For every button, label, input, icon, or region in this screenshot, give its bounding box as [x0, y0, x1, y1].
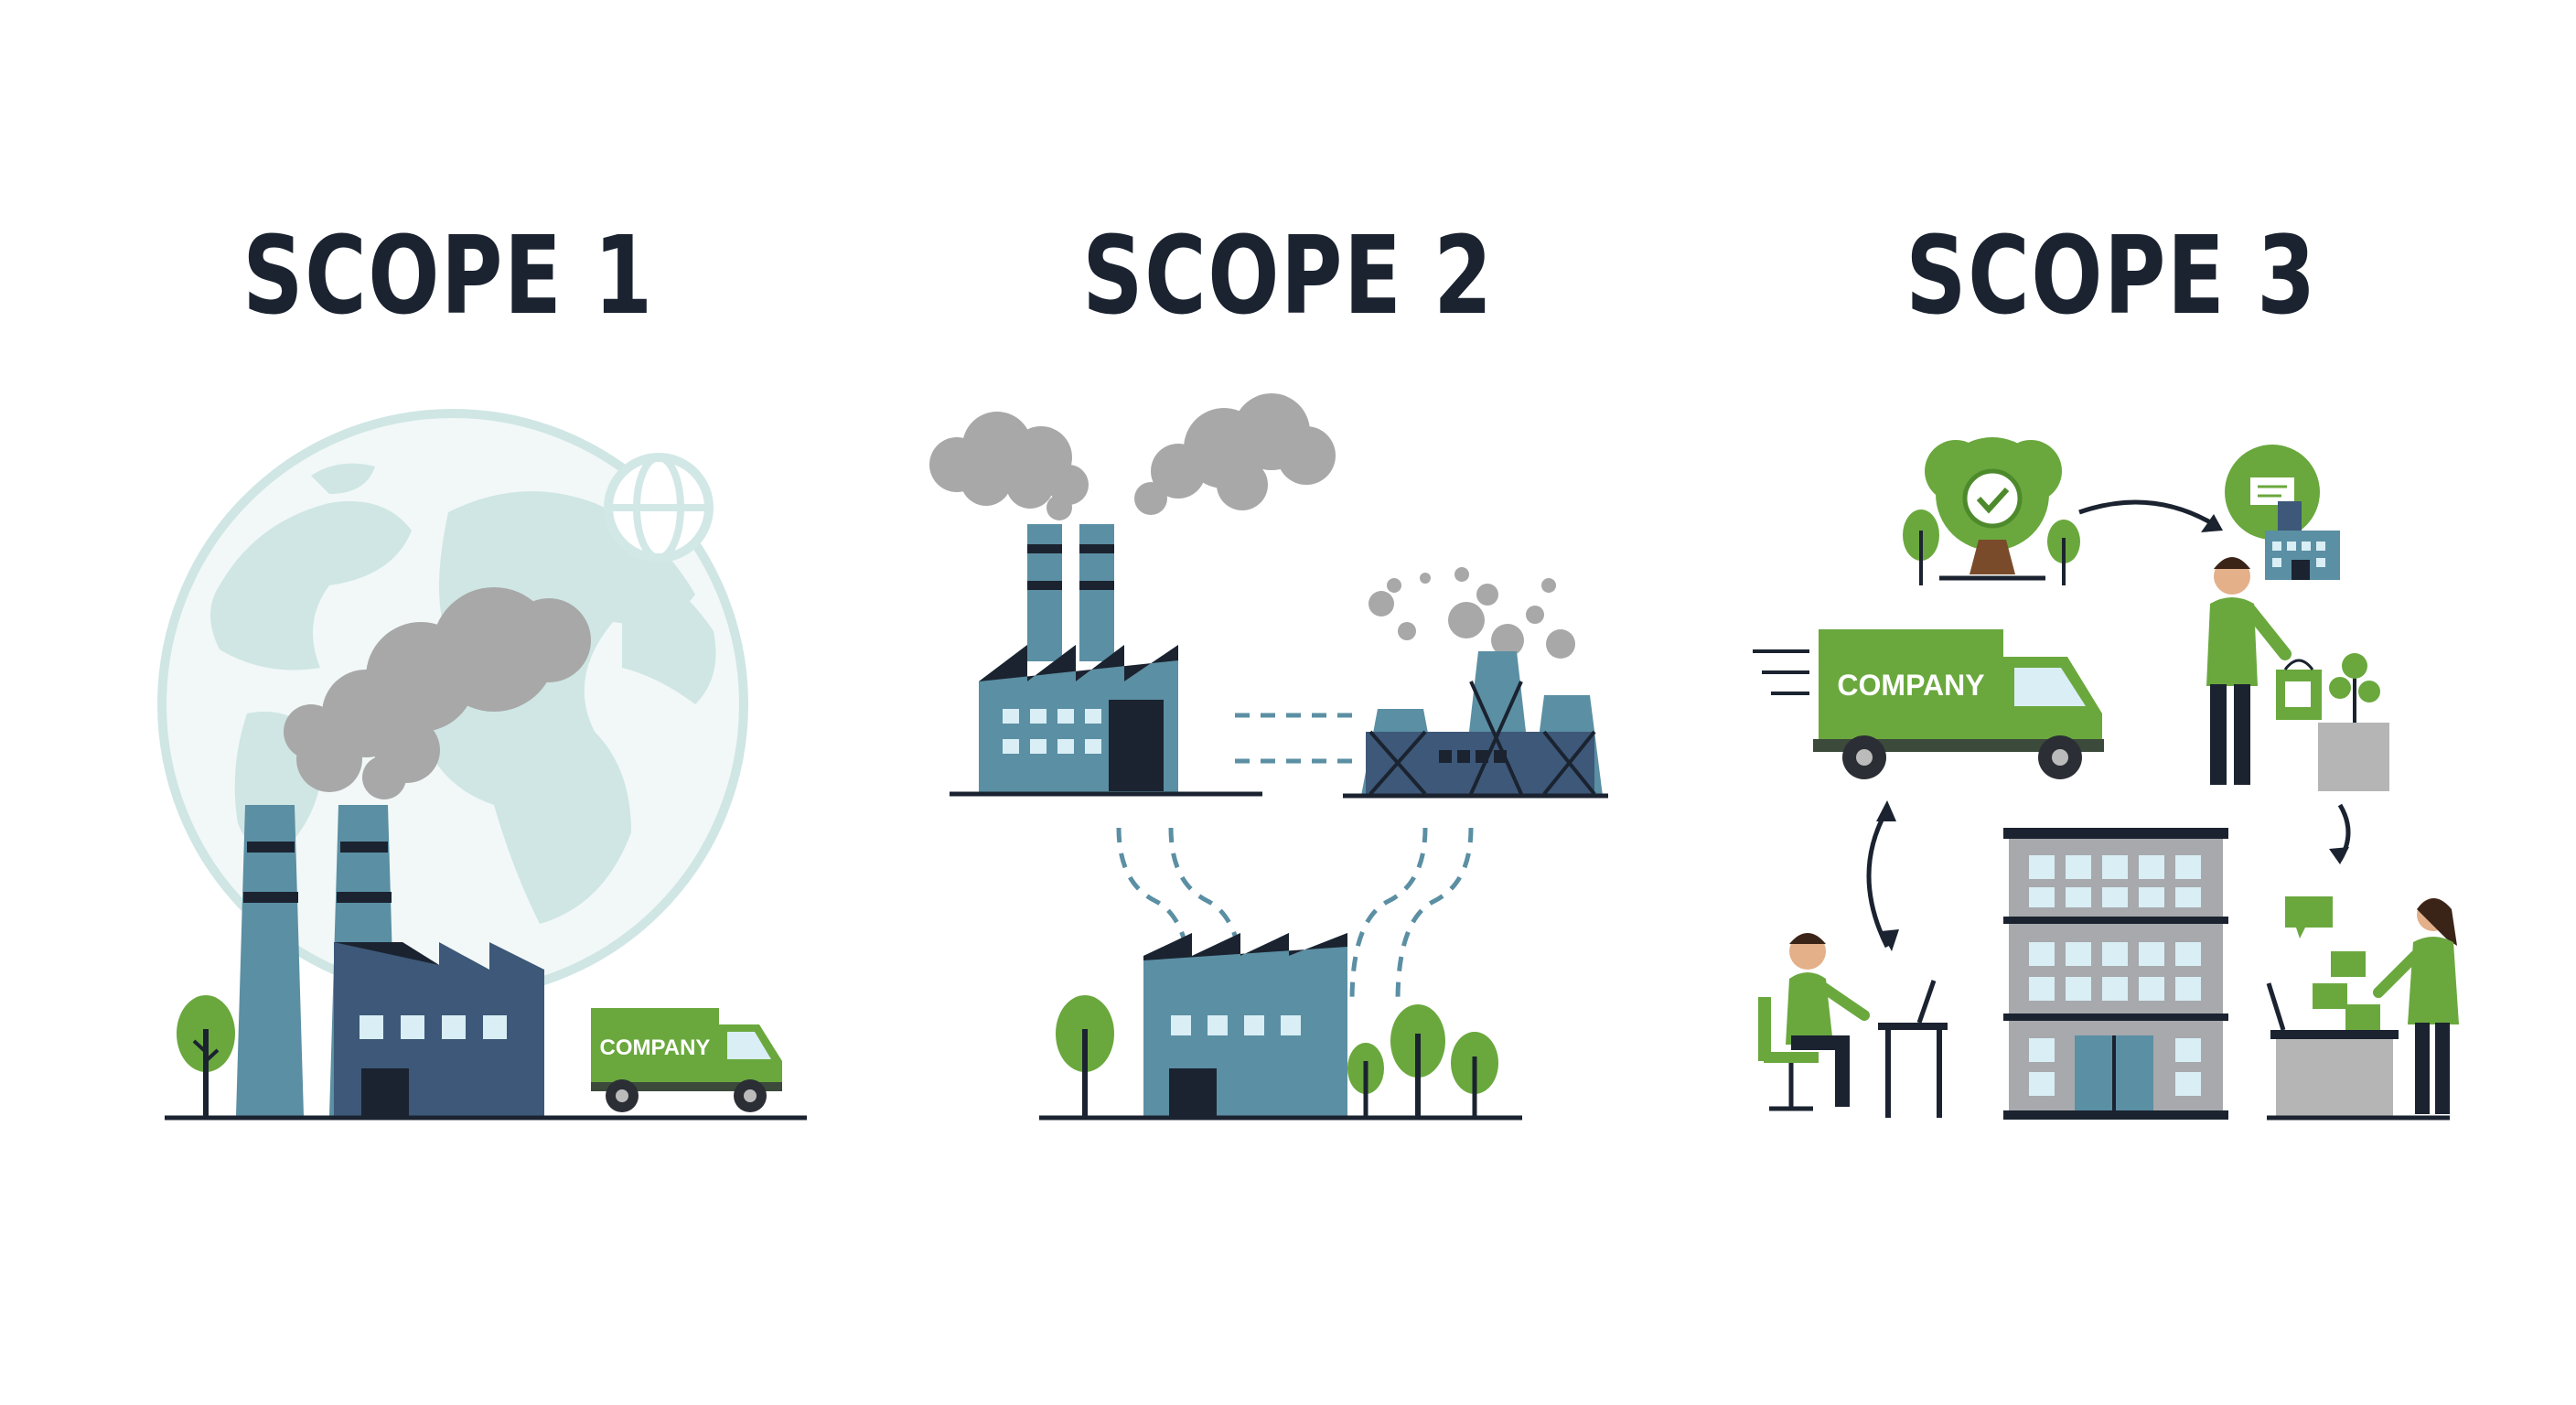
truck-label: COMPANY — [600, 1035, 711, 1060]
delivery-truck-icon — [591, 1008, 782, 1112]
office-building-icon — [2003, 828, 2228, 1120]
cashier-person-icon — [2266, 896, 2459, 1116]
scope-2-panel: SCOPE 2 — [876, 0, 1700, 1405]
scope-3-illustration: COMPANY — [1753, 437, 2459, 1121]
power-plant-icon — [1343, 567, 1608, 799]
factory-icon — [334, 942, 544, 1116]
office-worker-icon — [1758, 933, 1948, 1118]
factory-icon — [1143, 933, 1347, 1116]
smoke-cloud-icon — [284, 587, 591, 799]
factory-icon — [950, 524, 1262, 797]
arrow-icon — [1866, 808, 1890, 949]
small-globe-icon — [604, 453, 714, 563]
tree-icon — [1056, 995, 1498, 1116]
delivery-truck-icon — [1813, 629, 2104, 779]
scope-2-illustration — [929, 393, 1608, 1121]
scope-3-title: SCOPE 3 — [1905, 212, 2317, 338]
scope-1-panel: SCOPE 1 — [37, 0, 860, 1405]
supplier-building-icon — [2225, 445, 2340, 580]
shopper-person-icon — [2206, 557, 2389, 791]
truck-label: COMPANY — [1837, 669, 1984, 702]
scope-1-title: SCOPE 1 — [242, 212, 654, 338]
arrowhead-icon — [1881, 929, 1899, 951]
tree-icon — [177, 995, 235, 1116]
arrow-icon — [2078, 499, 2218, 529]
speed-lines — [1753, 649, 1809, 695]
smoke-cloud-icon — [929, 393, 1336, 520]
scope-2-title: SCOPE 2 — [1082, 212, 1494, 338]
arrowhead-icon — [2201, 514, 2223, 532]
certified-tree-icon — [1903, 437, 2080, 585]
scope-1-illustration: COMPANY — [157, 409, 807, 1121]
scope-3-panel: SCOPE 3 — [1700, 0, 2523, 1405]
arrowhead-icon — [2329, 847, 2349, 864]
arrowhead-icon — [1876, 800, 1896, 821]
